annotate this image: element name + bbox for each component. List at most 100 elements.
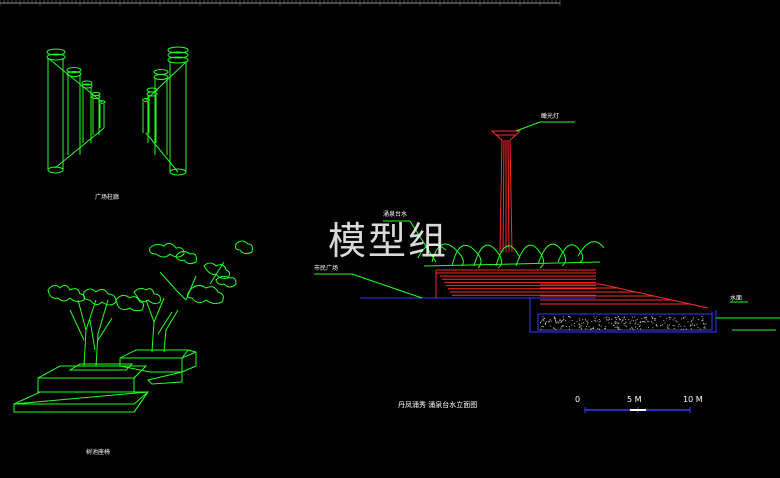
scale-tick-5m: 5 M — [627, 395, 642, 404]
gravel-dot — [643, 317, 645, 319]
cascade-riser — [653, 295, 673, 301]
gravel-dot — [635, 326, 636, 328]
gravel-dot — [701, 316, 703, 317]
gravel-dot — [615, 323, 617, 325]
gravel-dot — [629, 322, 631, 324]
gravel-dot — [617, 328, 619, 330]
gravel-dot — [550, 320, 552, 322]
gravel-dot — [674, 317, 676, 319]
gravel-dot — [625, 321, 627, 323]
scale-tick-10m: 10 M — [683, 395, 703, 404]
elevation-title: 丹凤涌秀 涌泉台水立面图 — [398, 400, 477, 409]
gravel-dot — [591, 327, 593, 329]
gravel-dot — [606, 316, 608, 318]
gravel-dot — [586, 326, 587, 327]
gravel-dot — [670, 317, 672, 319]
gravel-dot — [703, 327, 705, 329]
tree-planter-drawing — [13, 240, 253, 413]
gravel-dot — [612, 325, 614, 327]
gravel-dot — [600, 325, 602, 327]
gravel-dot — [645, 319, 647, 321]
gravel-dot — [559, 319, 561, 321]
gravel-dot — [579, 326, 581, 328]
gravel-dot — [570, 316, 571, 318]
gravel-dot — [611, 323, 613, 325]
gravel-dot — [596, 316, 598, 318]
gravel-dot — [636, 318, 638, 320]
gravel-dot — [588, 326, 590, 328]
gravel-dot — [698, 319, 700, 320]
right-steps — [540, 283, 709, 309]
gravel-dot — [598, 325, 600, 327]
gravel-dot — [629, 321, 631, 323]
gravel-dot — [690, 321, 692, 323]
gravel-dot — [681, 318, 683, 320]
gravel-dot — [629, 328, 631, 330]
gravel-dot — [614, 322, 616, 324]
gravel-dot — [595, 320, 596, 322]
gravel-dot — [562, 325, 564, 327]
spotlight-label: 瞰光灯 — [541, 112, 559, 120]
gravel-dot — [622, 320, 624, 321]
gravel-dot — [617, 327, 619, 329]
scale-bar: 0 5 M 10 M — [575, 395, 703, 413]
gravel-dot — [620, 319, 621, 321]
cascade-riser — [635, 291, 655, 297]
gravel-dot — [593, 316, 595, 318]
gravel-dot — [559, 320, 561, 322]
gravel-dot — [623, 323, 625, 325]
gravel-dot — [675, 320, 677, 322]
gravel-dot — [685, 328, 687, 330]
gravel-dot — [578, 318, 580, 320]
gravel-dot — [656, 325, 658, 327]
gravel-dot — [616, 325, 618, 327]
gravel-dot — [558, 322, 560, 324]
gravel-dot — [672, 319, 674, 321]
gravel-dot — [691, 324, 693, 326]
gravel-dot — [684, 316, 686, 318]
gravel-dot — [693, 317, 694, 319]
gravel-dot — [694, 325, 695, 326]
cascade-riser — [689, 303, 709, 309]
gravel-dot — [540, 328, 542, 330]
gravel-dot — [560, 327, 562, 329]
gravel-dot — [569, 328, 570, 330]
gravel-dot — [636, 327, 638, 329]
gravel-dot — [571, 324, 573, 326]
gravel-dot — [640, 328, 641, 330]
gravel-dot — [587, 323, 588, 325]
gravel-dot — [590, 329, 592, 330]
gravel-dot — [593, 326, 595, 328]
gravel-dot — [692, 323, 693, 325]
gravel-dot — [542, 326, 544, 328]
gravel-dot — [696, 324, 698, 326]
fountain-elevation-drawing — [314, 121, 780, 333]
gravel-dot — [680, 328, 682, 330]
gravel-dot — [683, 317, 685, 319]
gravel-dot — [548, 320, 550, 322]
gravel-dot — [659, 316, 661, 318]
gravel-dot — [640, 321, 642, 323]
watermark-text: 模型组 — [328, 219, 448, 263]
gravel-dot — [584, 319, 586, 321]
gravel-dot — [674, 325, 676, 327]
gravel-dot — [580, 328, 582, 330]
gravel-dot — [669, 318, 671, 320]
gravel-dot — [660, 325, 661, 326]
gravel-dot — [579, 324, 581, 326]
water-surface-label: 水面 — [730, 294, 742, 302]
gravel-dot — [616, 327, 618, 329]
gravel-dot — [634, 316, 636, 318]
gravel-dot — [650, 321, 652, 323]
gravel-dot — [703, 323, 705, 325]
gravel-dot — [672, 325, 674, 326]
gravel-dot — [668, 316, 670, 318]
gravel-dot — [545, 323, 546, 325]
gravel-dot — [655, 325, 657, 327]
gravel-fill — [540, 316, 707, 330]
gravel-dot — [561, 326, 563, 328]
gravel-dot — [631, 327, 633, 329]
gravel-dot — [541, 320, 543, 322]
gravel-dot — [581, 322, 583, 324]
